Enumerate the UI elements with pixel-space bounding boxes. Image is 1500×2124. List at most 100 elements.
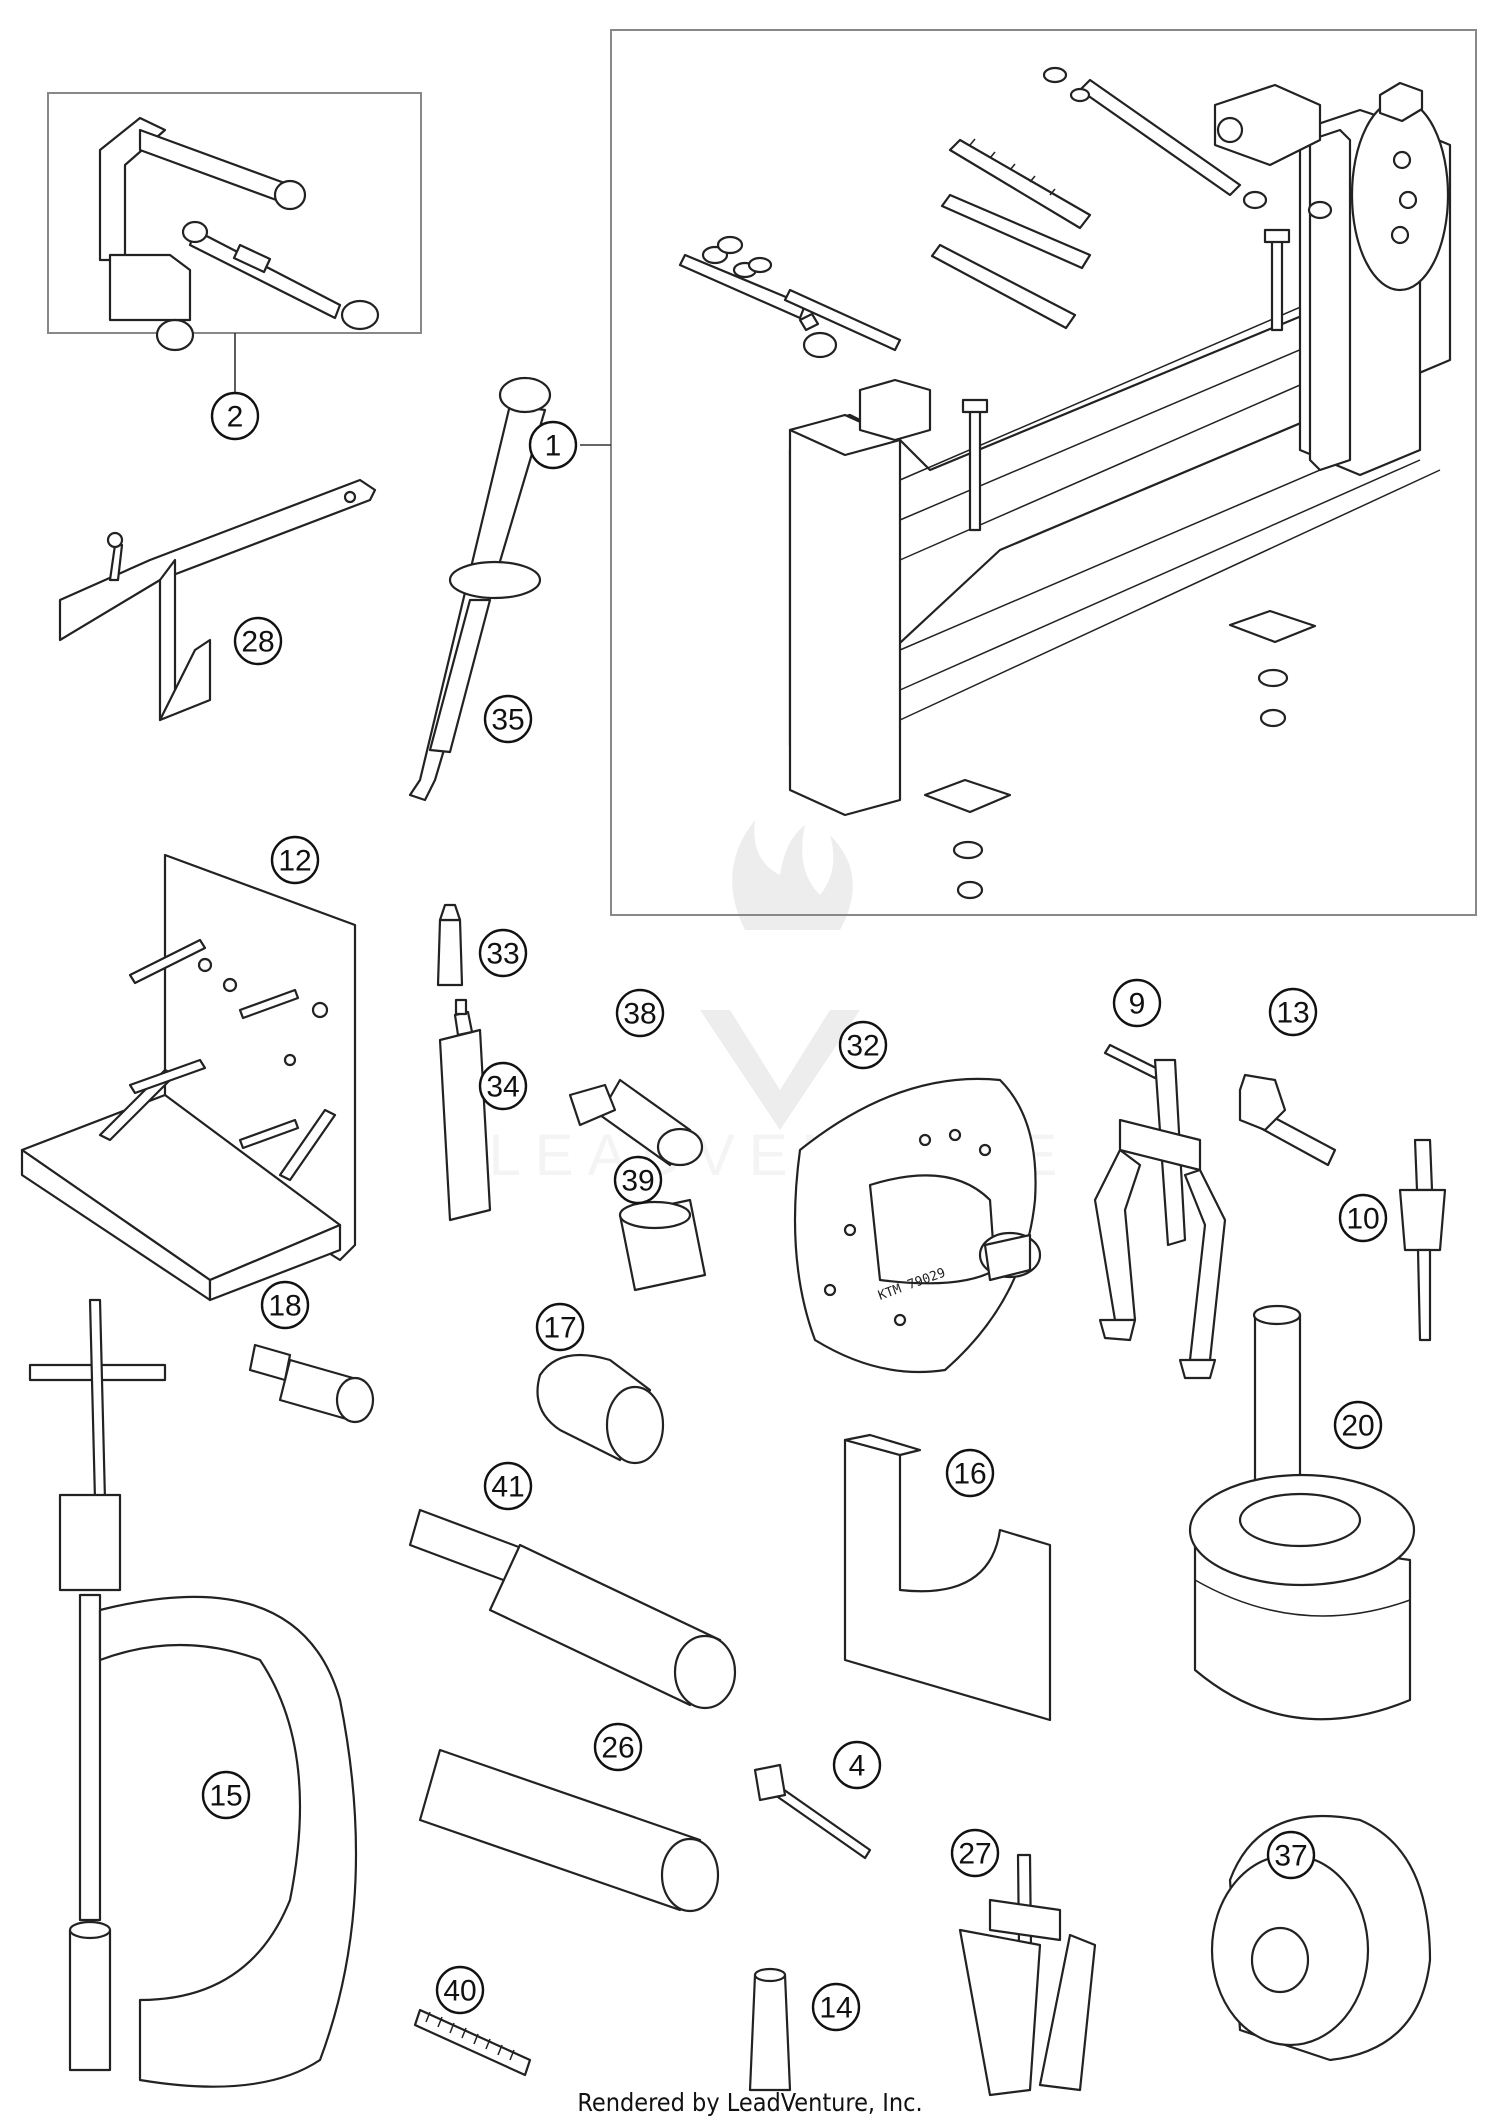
- callout-number: 40: [443, 1975, 476, 2008]
- callout-ring: [945, 1448, 995, 1498]
- callout-35: 35: [483, 694, 533, 744]
- callout-37: 37: [1266, 1830, 1316, 1880]
- callout-ring: [201, 1770, 251, 1820]
- watermark-flame-icon: [732, 820, 853, 930]
- callout-number: 12: [278, 845, 311, 878]
- leader-lines: [234, 333, 611, 446]
- callout-ring: [950, 1828, 1000, 1878]
- callout-4: 4: [832, 1740, 882, 1790]
- callout-26: 26: [593, 1722, 643, 1772]
- part-32-adapter-plate: KTM 79029: [793, 1077, 1042, 1374]
- callout-number: 18: [268, 1290, 301, 1323]
- callout-ring: [832, 1740, 882, 1790]
- callout-number: 33: [486, 938, 519, 971]
- part-37-bushing: [1210, 1814, 1432, 2062]
- part-35-plunger-tool: [408, 376, 552, 802]
- callout-number: 28: [241, 626, 274, 659]
- threaded-rods: [930, 78, 1242, 330]
- callout-ring: [1338, 1193, 1388, 1243]
- part-34-bottle: [438, 998, 492, 1222]
- callout-number: 15: [209, 1780, 242, 1813]
- callout-ring: [1266, 1830, 1316, 1880]
- callout-18: 18: [260, 1280, 310, 1330]
- part-12-angle-plate: [20, 853, 357, 1302]
- part-38-sleeve: [568, 1078, 704, 1167]
- part-4-probe: [753, 1763, 872, 1860]
- callout-number: 13: [1276, 997, 1309, 1030]
- callout-ring: [613, 1155, 663, 1205]
- callout-39: 39: [613, 1155, 663, 1205]
- callout-number: 14: [819, 1992, 852, 2025]
- callout-ring: [615, 988, 665, 1038]
- callout-ring: [260, 1280, 310, 1330]
- callout-33: 33: [478, 928, 528, 978]
- part-14-guide-sleeve: [748, 1967, 792, 2092]
- watermark-v-icon: [700, 1010, 860, 1130]
- callout-27: 27: [950, 1828, 1000, 1878]
- part-17-guide: [536, 1353, 665, 1465]
- callout-12: 12: [270, 835, 320, 885]
- callout-number: 26: [601, 1732, 634, 1765]
- part-18-adapter: [248, 1343, 375, 1424]
- callout-ring: [210, 391, 260, 441]
- callout-38: 38: [615, 988, 665, 1038]
- callout-number: 1: [545, 430, 562, 463]
- part-13-knob: [1238, 1073, 1337, 1167]
- callout-number: 20: [1341, 1410, 1374, 1443]
- callout-16: 16: [945, 1448, 995, 1498]
- part-33-tube: [436, 903, 464, 987]
- part-9-puller: [1093, 1043, 1227, 1380]
- callout-14: 14: [811, 1982, 861, 2032]
- callout-10: 10: [1338, 1193, 1388, 1243]
- callout-ring: [478, 928, 528, 978]
- part-1-engine-stand: [678, 66, 1452, 900]
- callout-number: 35: [491, 704, 524, 737]
- callout-ring: [593, 1722, 643, 1772]
- callout-number: 38: [623, 998, 656, 1031]
- callout-number: 2: [227, 401, 244, 434]
- callout-20: 20: [1333, 1400, 1383, 1450]
- callout-17: 17: [535, 1302, 585, 1352]
- callout-number: 10: [1346, 1203, 1379, 1236]
- callout-34: 34: [478, 1061, 528, 1111]
- callout-number: 16: [953, 1458, 986, 1491]
- callout-number: 39: [621, 1165, 654, 1198]
- callout-ring: [483, 1461, 533, 1511]
- part-40-spring: [413, 2008, 532, 2077]
- callout-ring: [1268, 987, 1318, 1037]
- callout-ring: [535, 1302, 585, 1352]
- callout-ring: [483, 694, 533, 744]
- part-15-compressor: [28, 1298, 358, 2088]
- callout-number: 27: [958, 1838, 991, 1871]
- part-27-bearing-puller: [958, 1853, 1097, 2097]
- callout-13: 13: [1268, 987, 1318, 1037]
- callout-number: 37: [1274, 1840, 1307, 1873]
- callout-ring: [1333, 1400, 1383, 1450]
- callout-15: 15: [201, 1770, 251, 1820]
- callout-ring: [811, 1982, 861, 2032]
- part-10-pin: [1398, 1138, 1447, 1342]
- callout-ring: [1112, 978, 1162, 1028]
- callout-2: 2: [210, 391, 260, 441]
- callout-number: 17: [543, 1312, 576, 1345]
- callout-32: 32: [838, 1020, 888, 1070]
- callout-ring: [233, 616, 283, 666]
- part-1-frame: [610, 29, 1477, 916]
- callout-ring: [528, 420, 578, 470]
- part-20-press-drift: [1188, 1304, 1416, 1721]
- callout-ring: [435, 1965, 485, 2015]
- part-41-drift: [408, 1508, 737, 1710]
- callout-1: 1: [528, 420, 578, 470]
- callout-number: 32: [846, 1030, 879, 1063]
- callout-number: 34: [486, 1071, 519, 1104]
- part-39-sleeve: [618, 1198, 707, 1292]
- callout-number: 41: [491, 1471, 524, 1504]
- callout-40: 40: [435, 1965, 485, 2015]
- part-28-flywheel-holder: [58, 478, 377, 722]
- callout-number: 4: [849, 1750, 866, 1783]
- part-26-socket: [418, 1748, 720, 1913]
- callout-ring: [478, 1061, 528, 1111]
- callout-ring: [838, 1020, 888, 1070]
